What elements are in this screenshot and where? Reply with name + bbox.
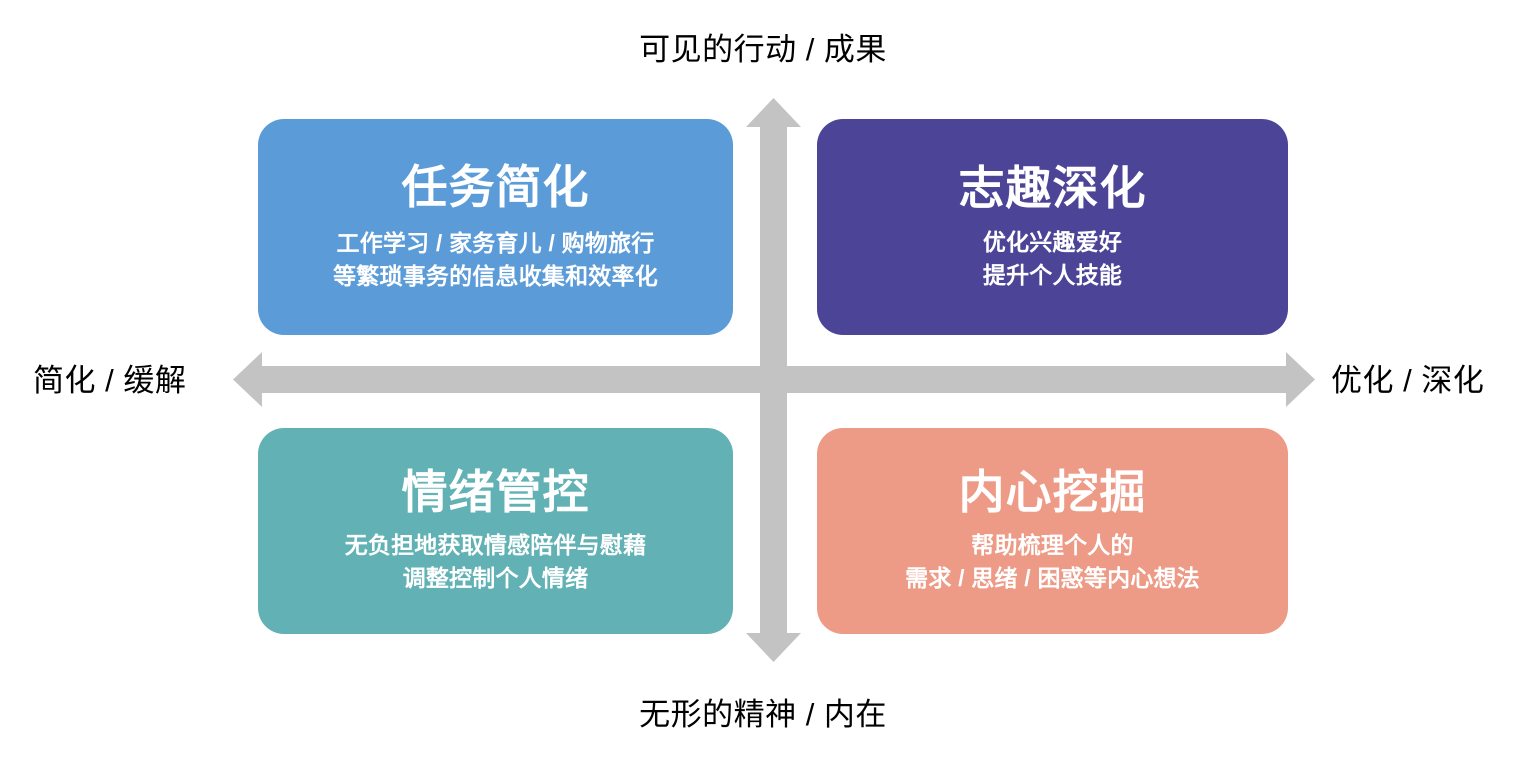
- quadrant-title-bottom-left: 情绪管控: [401, 466, 590, 519]
- quadrant-desc-bottom-left: 无负担地获取情感陪伴与慰藉 调整控制个人情绪: [345, 529, 647, 596]
- quadrant-card-bottom-right[interactable]: 内心挖掘 帮助梳理个人的 需求 / 思绪 / 困惑等内心想法: [817, 428, 1288, 634]
- axis-label-left: 简化 / 缓解: [33, 363, 187, 398]
- quadrant-card-top-left[interactable]: 任务简化 工作学习 / 家务育儿 / 购物旅行 等繁琐事务的信息收集和效率化: [258, 119, 733, 335]
- quadrant-card-bottom-left[interactable]: 情绪管控 无负担地获取情感陪伴与慰藉 调整控制个人情绪: [258, 428, 733, 634]
- quadrant-title-bottom-right: 内心挖掘: [958, 466, 1147, 519]
- quadrant-desc-line: 帮助梳理个人的: [971, 532, 1134, 559]
- axis-label-top: 可见的行动 / 成果: [639, 32, 887, 67]
- axis-label-right: 优化 / 深化: [1331, 363, 1485, 398]
- quadrant-card-top-right[interactable]: 志趣深化 优化兴趣爱好 提升个人技能: [817, 119, 1288, 335]
- quadrant-desc-top-left: 工作学习 / 家务育儿 / 购物旅行 等繁琐事务的信息收集和效率化: [333, 227, 658, 294]
- quadrant-desc-line: 无负担地获取情感陪伴与慰藉: [344, 532, 647, 559]
- quadrant-desc-line: 调整控制个人情绪: [402, 565, 589, 592]
- quadrant-desc-bottom-right: 帮助梳理个人的 需求 / 思绪 / 困惑等内心想法: [905, 529, 1200, 596]
- quadrant-title-top-right: 志趣深化: [958, 161, 1147, 214]
- quadrant-desc-line: 优化兴趣爱好: [982, 228, 1123, 255]
- quadrant-desc-line: 需求 / 思绪 / 困惑等内心想法: [905, 565, 1200, 592]
- quadrant-desc-line: 等繁琐事务的信息收集和效率化: [333, 262, 658, 289]
- quadrant-desc-line: 提升个人技能: [982, 261, 1123, 288]
- axis-arrow-horizontal: [233, 352, 1315, 407]
- quadrant-desc-line: 工作学习 / 家务育儿 / 购物旅行: [336, 229, 655, 256]
- quadrant-desc-top-right: 优化兴趣爱好 提升个人技能: [983, 226, 1122, 293]
- axis-arrow-vertical: [746, 98, 801, 662]
- quadrant-title-top-left: 任务简化: [401, 160, 590, 213]
- axis-label-bottom: 无形的精神 / 内在: [639, 697, 887, 732]
